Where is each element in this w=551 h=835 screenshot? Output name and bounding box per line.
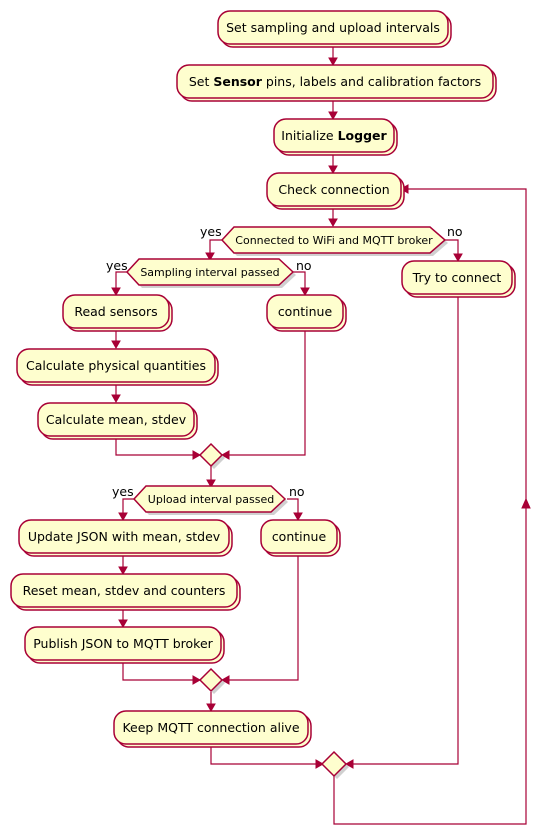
arrowhead — [344, 759, 354, 769]
node-label: Publish JSON to MQTT broker — [33, 636, 213, 651]
node-label: continue — [278, 304, 333, 319]
arrowhead — [205, 252, 215, 262]
edge-upload-no — [287, 498, 299, 514]
arrowhead — [118, 512, 128, 522]
arrowhead — [521, 497, 531, 509]
arrowhead — [111, 287, 121, 297]
edge-sampling-yes — [115, 271, 127, 289]
node-update-json: Update JSON with mean, stdev — [18, 519, 233, 557]
decision-sampling: Sampling interval passed — [125, 258, 296, 288]
label-part: pins, labels and calibration factors — [262, 74, 481, 89]
arrowhead — [293, 512, 303, 522]
decision-label: Connected to WiFi and MQTT broker — [235, 234, 433, 247]
node-set-intervals: Set sampling and upload intervals — [217, 10, 452, 48]
node-label: Try to connect — [412, 270, 502, 285]
node-label: Keep MQTT connection alive — [122, 720, 299, 735]
arrowhead — [315, 759, 325, 769]
node-continue-1: continue — [266, 294, 347, 332]
node-label: Update JSON with mean, stdev — [28, 529, 221, 544]
arrowhead — [328, 218, 338, 228]
node-calc-mean: Calculate mean, stdev — [37, 402, 198, 440]
node-label: Read sensors — [74, 304, 157, 319]
decision-label: Sampling interval passed — [140, 266, 279, 279]
edge-connected-no — [445, 239, 459, 255]
arrowhead — [206, 479, 216, 489]
node-label: Initialize Logger — [281, 128, 387, 143]
merge-3 — [320, 750, 349, 779]
merge-2 — [198, 667, 225, 694]
arrowhead — [118, 619, 128, 629]
branch-no-label: no — [296, 258, 312, 273]
node-publish-json: Publish JSON to MQTT broker — [24, 626, 225, 664]
edges — [111, 44, 531, 825]
label-part: Set — [189, 74, 214, 89]
decision-connected: Connected to WiFi and MQTT broker — [220, 226, 448, 256]
edge-continue1-to-merge1 — [228, 329, 306, 456]
node-label: continue — [272, 529, 327, 544]
merge-1 — [198, 442, 225, 469]
arrowhead — [453, 253, 463, 263]
node-reset-mean: Reset mean, stdev and counters — [10, 573, 241, 611]
edge-publish-to-merge2 — [122, 662, 194, 681]
branch-yes-label: yes — [112, 484, 134, 499]
edge-continue2-to-merge2 — [228, 554, 299, 681]
edge-keepalive-to-merge3 — [210, 746, 317, 765]
arrowhead — [118, 566, 128, 576]
edge-try-to-merge3 — [352, 295, 459, 765]
decision-label: Upload interval passed — [148, 493, 274, 506]
arrowhead — [328, 57, 338, 67]
node-label: Check connection — [278, 182, 389, 197]
arrowhead — [206, 703, 216, 713]
node-read-sensors: Read sensors — [62, 294, 173, 332]
edge-loop-back — [333, 188, 527, 825]
decision-upload: Upload interval passed — [132, 485, 288, 515]
node-set-sensor: Set Sensor pins, labels and calibration … — [176, 64, 497, 102]
arrowhead — [328, 165, 338, 175]
arrowhead — [111, 394, 121, 404]
node-keep-alive: Keep MQTT connection alive — [113, 710, 312, 748]
node-check-connection: Check connection — [266, 172, 405, 210]
arrowhead — [328, 111, 338, 121]
node-initialize-logger: Initialize Logger — [273, 118, 398, 156]
branch-yes-label: yes — [106, 258, 128, 273]
arrowhead — [111, 340, 121, 350]
branch-yes-label: yes — [200, 224, 222, 239]
node-try-connect: Try to connect — [401, 260, 516, 298]
node-label: Reset mean, stdev and counters — [23, 583, 226, 598]
arrowhead — [220, 450, 230, 460]
label-bold: Logger — [338, 128, 388, 143]
label-bold: Sensor — [213, 74, 262, 89]
node-label: Set sampling and upload intervals — [226, 20, 440, 35]
arrowhead — [192, 675, 202, 685]
branch-no-label: no — [289, 484, 305, 499]
arrowhead — [220, 675, 230, 685]
branch-no-label: no — [447, 224, 463, 239]
edge-mean-to-merge1 — [115, 437, 194, 456]
edge-connected-yes — [209, 239, 222, 254]
node-continue-2: continue — [260, 519, 341, 557]
edge-upload-yes — [122, 498, 134, 514]
node-label: Calculate physical quantities — [26, 358, 206, 373]
edge-sampling-no — [293, 271, 306, 289]
arrowhead — [192, 450, 202, 460]
node-calc-physical: Calculate physical quantities — [16, 348, 219, 386]
node-label: Calculate mean, stdev — [46, 412, 187, 427]
arrowhead — [300, 287, 310, 297]
label-part: Initialize — [281, 128, 337, 143]
node-label: Set Sensor pins, labels and calibration … — [189, 74, 481, 89]
